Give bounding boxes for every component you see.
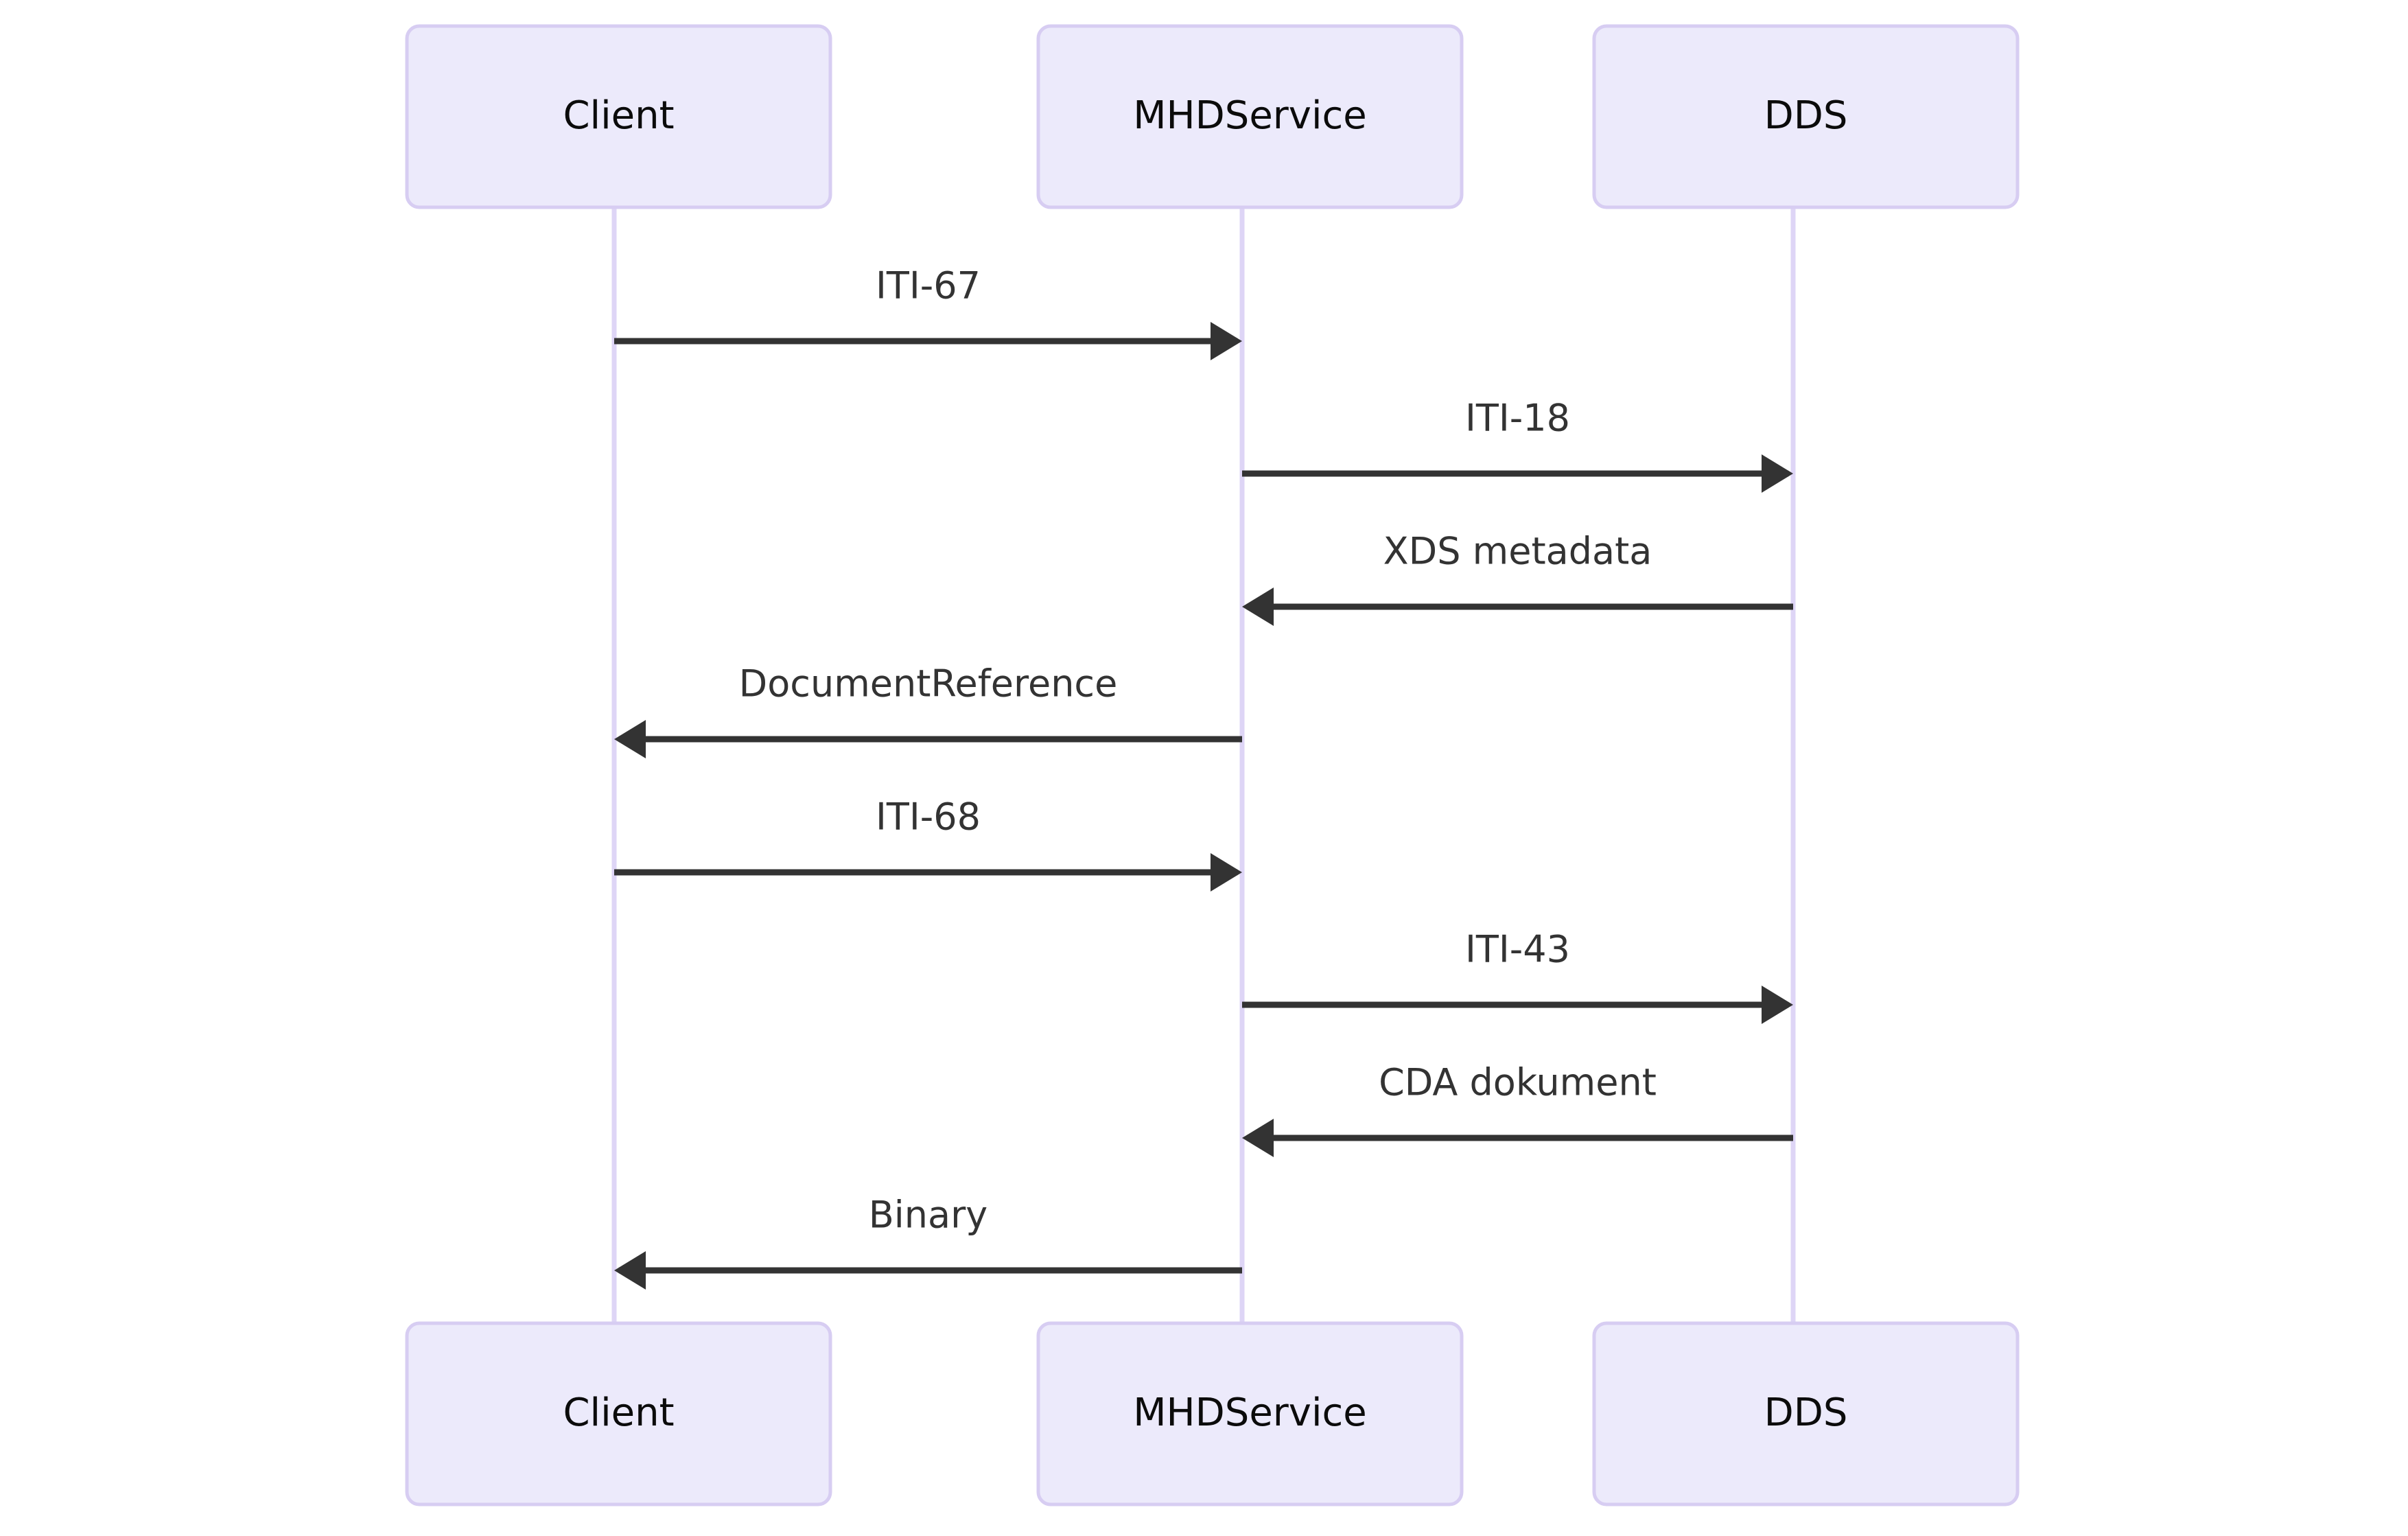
actor-top-dds[interactable]: DDS: [1592, 24, 2020, 209]
message-arrowhead-4: [614, 720, 646, 758]
actor-label-mhdservice-top: MHDService: [1133, 93, 1367, 138]
actor-label-dds-top: DDS: [1764, 93, 1848, 138]
message-label-5: ITI-68: [876, 795, 981, 839]
actor-label-client-bottom: Client: [563, 1390, 674, 1435]
message-arrowhead-1: [1211, 322, 1242, 360]
actor-box-dds-bottom[interactable]: [1592, 1321, 2020, 1506]
actor-top-client[interactable]: Client: [405, 24, 832, 209]
message-label-1: ITI-67: [876, 264, 981, 307]
message-6[interactable]: ITI-43: [1242, 928, 1793, 1024]
actor-label-dds-bottom: DDS: [1764, 1390, 1848, 1435]
message-arrowhead-2: [1762, 454, 1793, 493]
actor-bottom-dds[interactable]: DDS: [1592, 1321, 2020, 1506]
message-1[interactable]: ITI-67: [614, 264, 1242, 360]
actor-box-mhdservice-bottom[interactable]: [1036, 1321, 1464, 1506]
message-7[interactable]: CDA dokument: [1242, 1061, 1793, 1157]
message-label-3: XDS metadata: [1383, 530, 1652, 573]
message-arrowhead-6: [1762, 986, 1793, 1024]
actor-box-mhdservice-top[interactable]: [1036, 24, 1464, 209]
actor-box-client-bottom[interactable]: [405, 1321, 832, 1506]
message-arrowhead-5: [1211, 853, 1242, 892]
message-arrowhead-3: [1242, 587, 1274, 626]
message-4[interactable]: DocumentReference: [614, 662, 1242, 758]
message-label-4: DocumentReference: [739, 662, 1118, 706]
actor-top-mhdservice[interactable]: MHDService: [1036, 24, 1464, 209]
lifelines-layer: [611, 207, 1796, 1323]
message-label-7: CDA dokument: [1379, 1061, 1657, 1104]
actor-label-mhdservice-bottom: MHDService: [1133, 1390, 1367, 1435]
message-5[interactable]: ITI-68: [614, 795, 1242, 892]
actor-box-dds-top[interactable]: [1592, 24, 2020, 209]
actor-boxes-top: Client MHDService DDS: [405, 24, 2020, 209]
actor-bottom-client[interactable]: Client: [405, 1321, 832, 1506]
actor-bottom-mhdservice[interactable]: MHDService: [1036, 1321, 1464, 1506]
actor-box-client-top[interactable]: [405, 24, 832, 209]
message-8[interactable]: Binary: [614, 1194, 1242, 1290]
message-3[interactable]: XDS metadata: [1242, 530, 1793, 626]
message-label-2: ITI-18: [1465, 397, 1570, 440]
actor-label-client-top: Client: [563, 93, 674, 138]
message-2[interactable]: ITI-18: [1242, 397, 1793, 493]
message-label-8: Binary: [869, 1194, 988, 1237]
actor-boxes-bottom: Client MHDService DDS: [405, 1321, 2020, 1506]
message-label-6: ITI-43: [1465, 928, 1570, 971]
message-arrowhead-8: [614, 1251, 646, 1290]
message-arrowhead-7: [1242, 1119, 1274, 1157]
